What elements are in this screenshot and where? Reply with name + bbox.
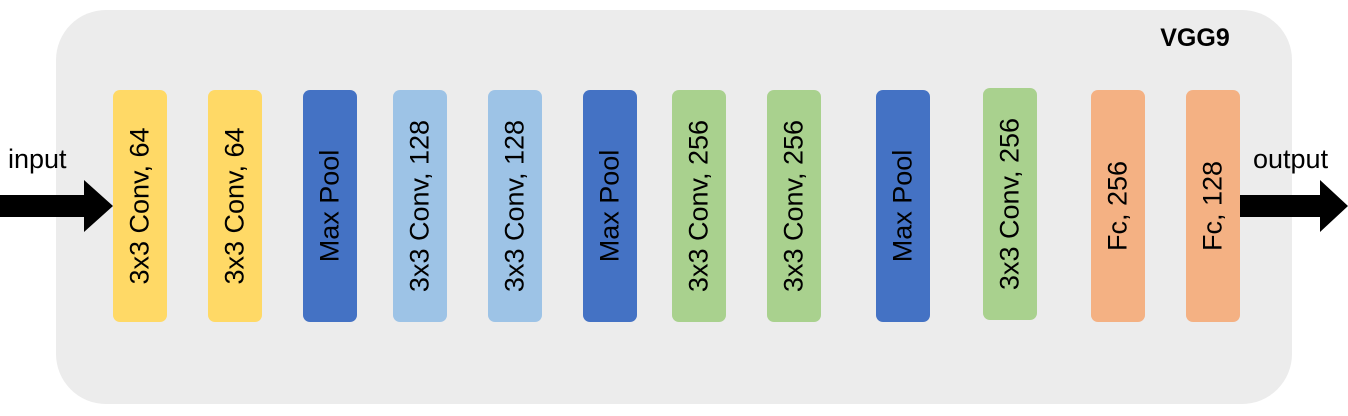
layer-8-label: 3x3 Conv, 256	[778, 119, 809, 293]
layer-8: 3x3 Conv, 256	[767, 90, 821, 322]
layer-11-label: Fc, 256	[1102, 160, 1133, 252]
diagram-title: VGG9	[1160, 24, 1230, 52]
layer-1-label: 3x3 Conv, 64	[124, 127, 155, 285]
layer-6: Max Pool	[583, 90, 637, 322]
layer-10: 3x3 Conv, 256	[983, 88, 1037, 320]
output-arrow	[1240, 180, 1348, 232]
layer-9-label: Max Pool	[887, 149, 918, 263]
layer-5: 3x3 Conv, 128	[488, 90, 542, 322]
layer-5-label: 3x3 Conv, 128	[499, 119, 530, 293]
layer-2-label: 3x3 Conv, 64	[219, 127, 250, 285]
layer-10-label: 3x3 Conv, 256	[994, 117, 1025, 291]
output-label: output	[1253, 144, 1329, 174]
layer-3: Max Pool	[303, 90, 357, 322]
layer-9: Max Pool	[876, 90, 930, 322]
layer-6-label: Max Pool	[594, 149, 625, 263]
layer-3-label: Max Pool	[314, 149, 345, 263]
input-label: input	[8, 144, 67, 174]
layer-11: Fc, 256	[1091, 90, 1145, 322]
layer-1: 3x3 Conv, 64	[113, 90, 167, 322]
layer-4-label: 3x3 Conv, 128	[404, 119, 435, 293]
layer-7: 3x3 Conv, 256	[672, 90, 726, 322]
layer-7-label: 3x3 Conv, 256	[683, 119, 714, 293]
layer-2: 3x3 Conv, 64	[208, 90, 262, 322]
layer-4: 3x3 Conv, 128	[393, 90, 447, 322]
input-arrow	[0, 180, 113, 232]
layer-12-label: Fc, 128	[1197, 160, 1228, 252]
layer-12: Fc, 128	[1186, 90, 1240, 322]
